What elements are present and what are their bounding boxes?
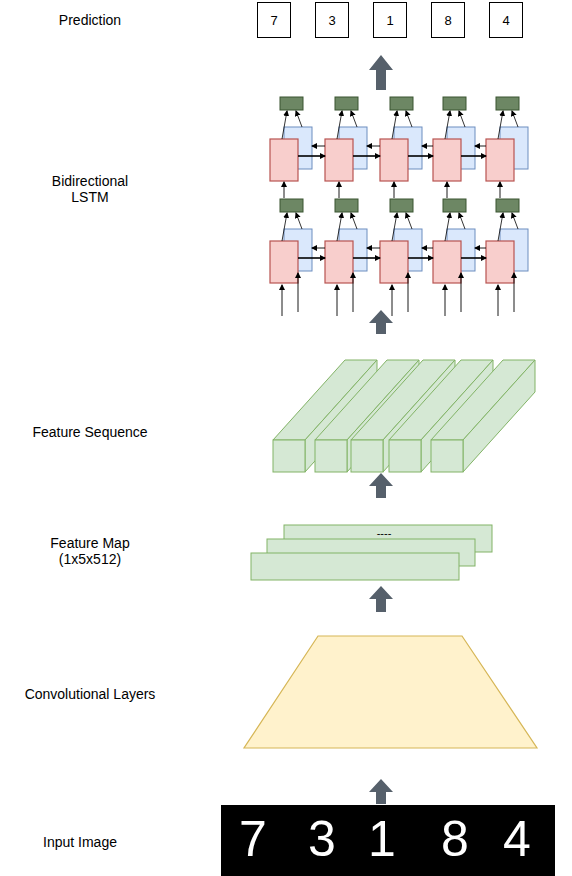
stage-label: Feature Map (1x5x512) [43,535,138,567]
prediction-box: 1 [373,2,407,38]
lstm-cell [325,97,367,181]
stage-label: Bidirectional LSTM [40,173,140,205]
prediction-digit: 8 [444,13,451,28]
ellipsis-mark: ---- [364,527,404,540]
input-digit: 1 [357,811,407,869]
flow-arrow [369,779,393,804]
prediction-box: 4 [489,2,523,38]
flow-arrow [369,473,393,498]
conv-trapezoid [244,636,537,748]
flow-arrow [369,586,393,612]
lstm-cell [325,199,367,283]
prediction-digit: 1 [386,13,393,28]
input-image [221,805,555,876]
prediction-box: 8 [431,2,465,38]
feature-column [431,360,535,472]
feature-map-plate [251,553,459,580]
lstm-cell [486,199,528,283]
flow-arrow [369,55,393,90]
prediction-box: 7 [257,2,291,38]
prediction-digit: 3 [328,13,335,28]
stage-label: Convolutional Layers [10,686,170,702]
lstm-cell [433,97,475,181]
input-digit: 4 [492,811,542,869]
lstm-cell [380,97,422,181]
lstm-cell [270,97,312,181]
prediction-digit: 7 [270,13,277,28]
stage-label: Input Image [20,834,140,850]
lstm-cell [270,199,312,283]
input-digit: 3 [297,811,347,869]
input-digit: 8 [430,811,480,869]
lstm-cell [433,199,475,283]
recurrent-arrows [298,146,486,258]
flow-arrow [369,310,393,334]
prediction-digit: 4 [502,13,509,28]
input-digit: 7 [228,811,278,869]
input-arrows [282,182,514,316]
stage-label: Feature Sequence [20,424,160,440]
prediction-box: 3 [315,2,349,38]
stage-label: Prediction [30,12,150,28]
lstm-cell [380,199,422,283]
lstm-cell [486,97,528,181]
